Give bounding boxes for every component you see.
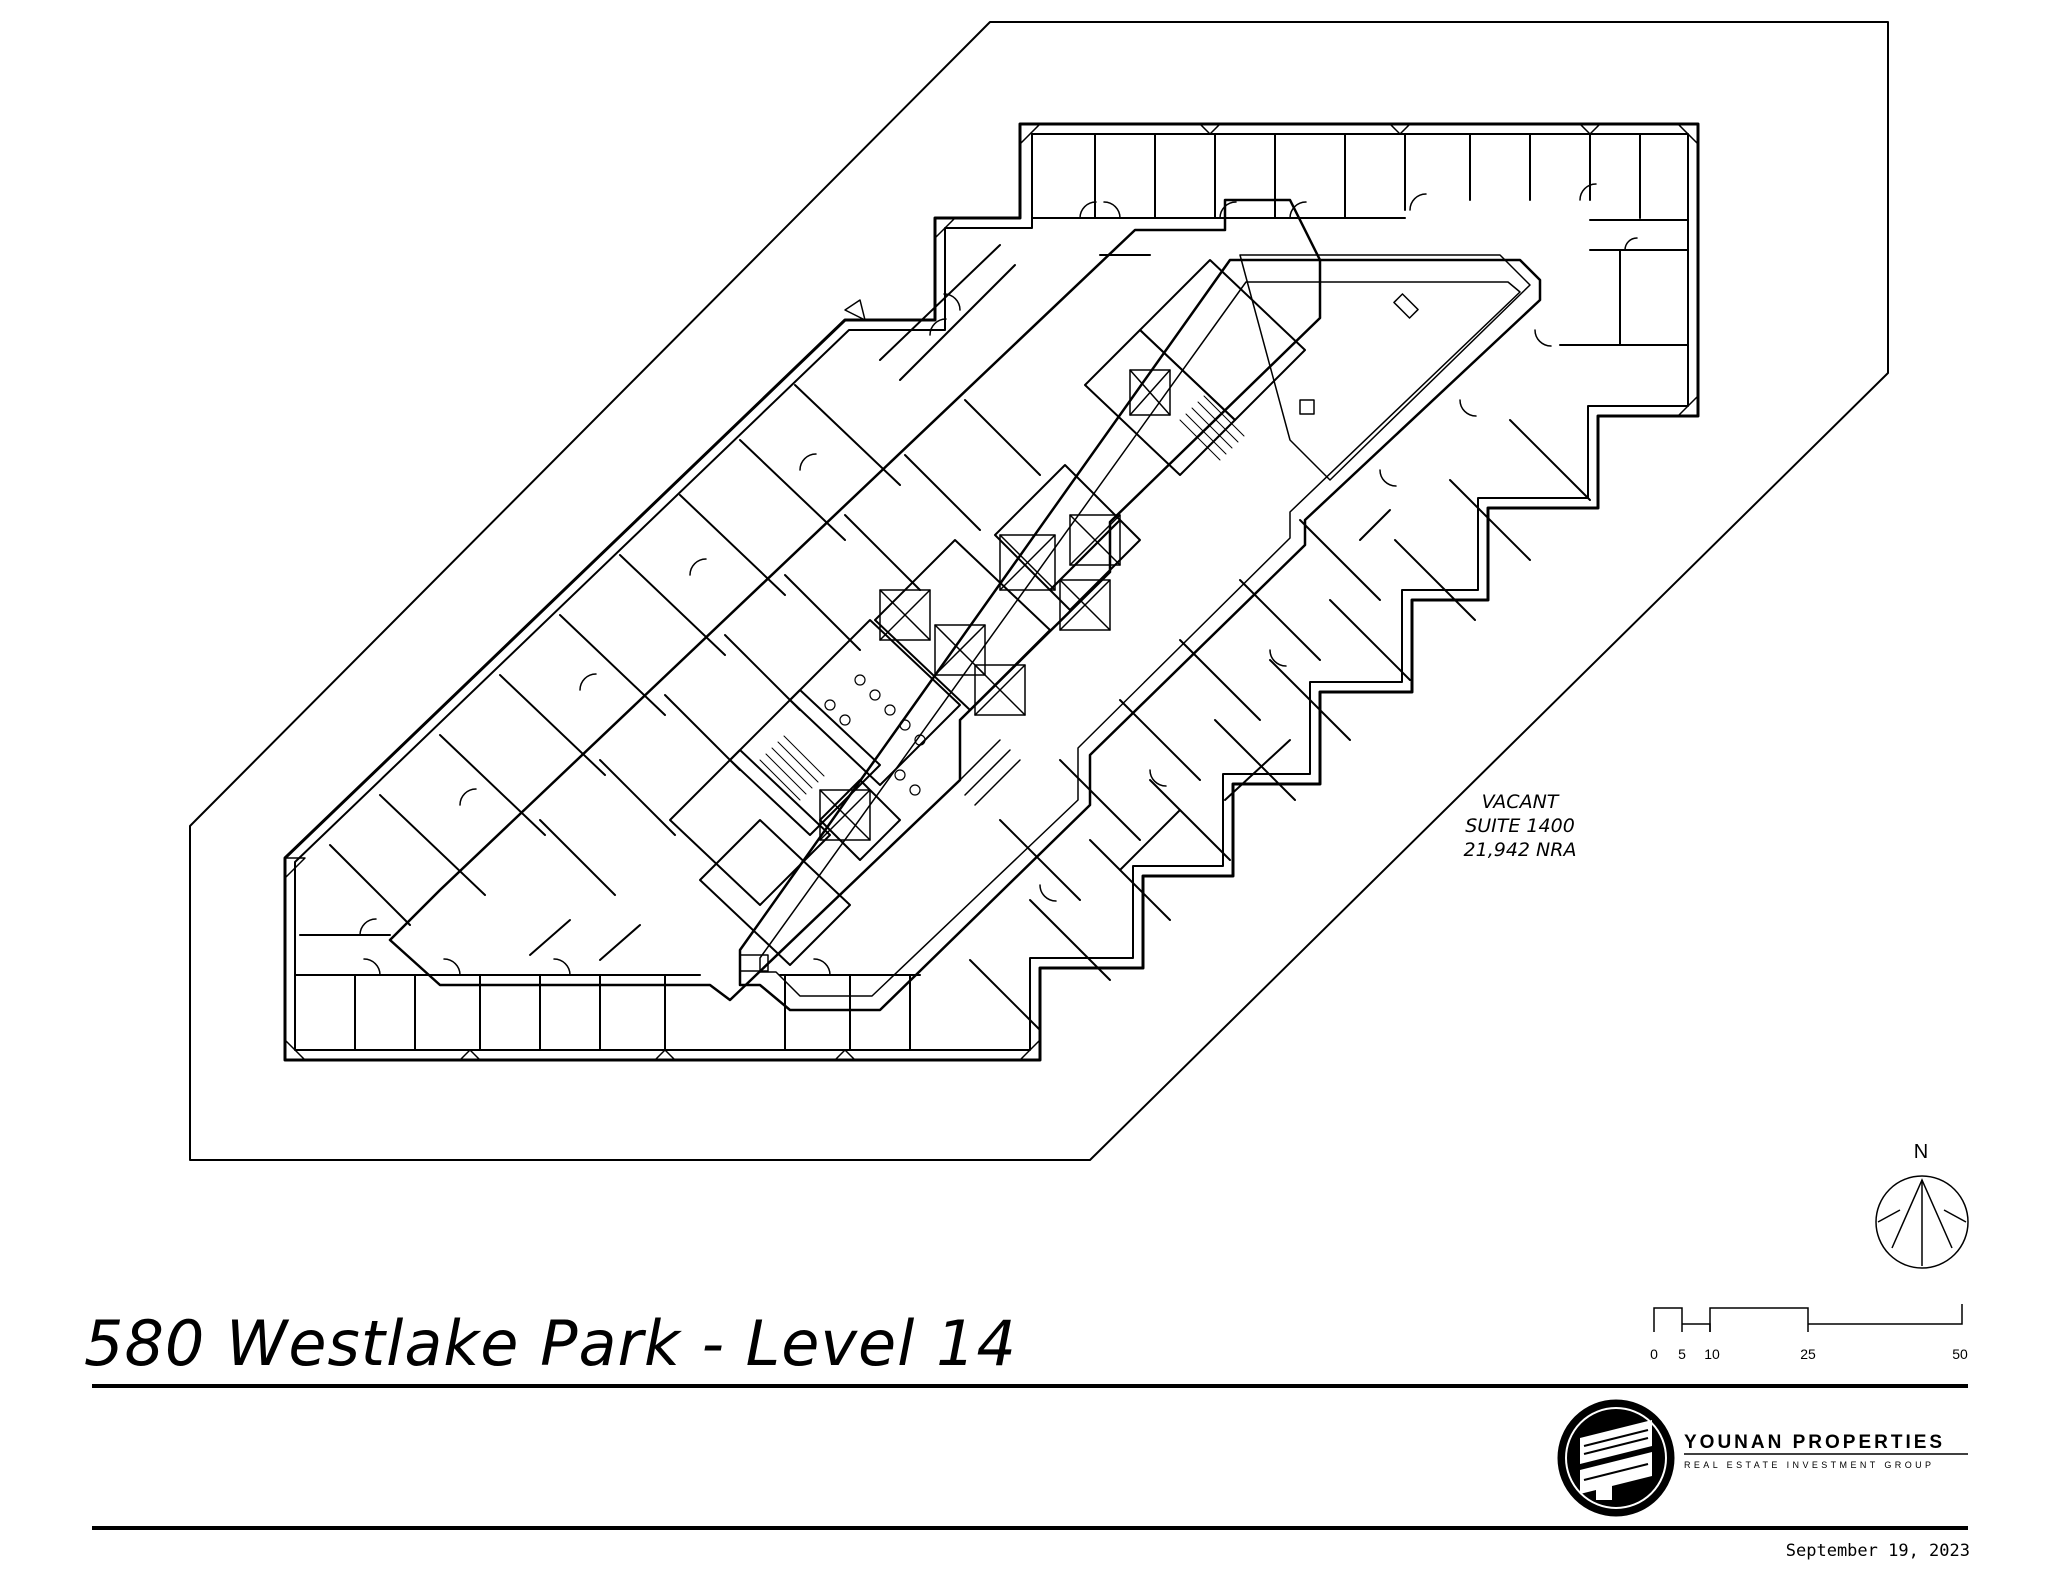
restroom-fixtures <box>824 674 926 796</box>
company-logo <box>1557 1399 1675 1517</box>
building-exterior-wall <box>283 122 1700 1062</box>
offices-southeast <box>969 419 1591 1031</box>
north-arrow-icon <box>1875 1175 1969 1269</box>
north-label: N <box>1913 1141 1929 1163</box>
plan-date: September 19, 2023 <box>1785 1541 1970 1561</box>
scale-tick-50: 50 <box>1952 1346 1968 1362</box>
elevator-lobby <box>739 739 1021 972</box>
scale-tick-10: 10 <box>1704 1346 1720 1362</box>
elevator-shafts <box>819 369 1171 841</box>
vacancy-status: VACANT <box>1481 791 1559 813</box>
corridors <box>529 244 1391 961</box>
vacancy-suite: SUITE 1400 <box>1465 815 1575 837</box>
vacancy-label: VACANT SUITE 1400 21,942 NRA <box>1400 790 1640 862</box>
vacancy-area: 21,942 NRA <box>1463 839 1577 861</box>
door-swings <box>359 183 1638 976</box>
offices-inner-east <box>999 519 1381 901</box>
core-block-outer <box>738 258 1542 1012</box>
site-boundary <box>189 21 1889 1161</box>
company-tagline: REAL ESTATE INVESTMENT GROUP <box>1684 1460 1935 1470</box>
structural-columns <box>284 123 1699 1061</box>
offices-northwest <box>299 384 901 936</box>
core-rooms <box>669 259 1306 966</box>
scale-bar <box>1653 1304 1963 1332</box>
offices-inner-west <box>539 399 1041 896</box>
scale-tick-0: 0 <box>1650 1346 1658 1362</box>
company-name: YOUNAN PROPERTIES <box>1684 1432 1946 1453</box>
core-block-inner <box>759 281 1521 997</box>
stairs <box>759 395 1245 801</box>
offices-north <box>1031 133 1689 346</box>
page-title: 580 Westlake Park - Level 14 <box>84 1307 1017 1380</box>
offices-south <box>294 974 921 1051</box>
scale-tick-25: 25 <box>1800 1346 1816 1362</box>
open-area <box>1239 254 1531 481</box>
scale-tick-5: 5 <box>1678 1346 1686 1362</box>
